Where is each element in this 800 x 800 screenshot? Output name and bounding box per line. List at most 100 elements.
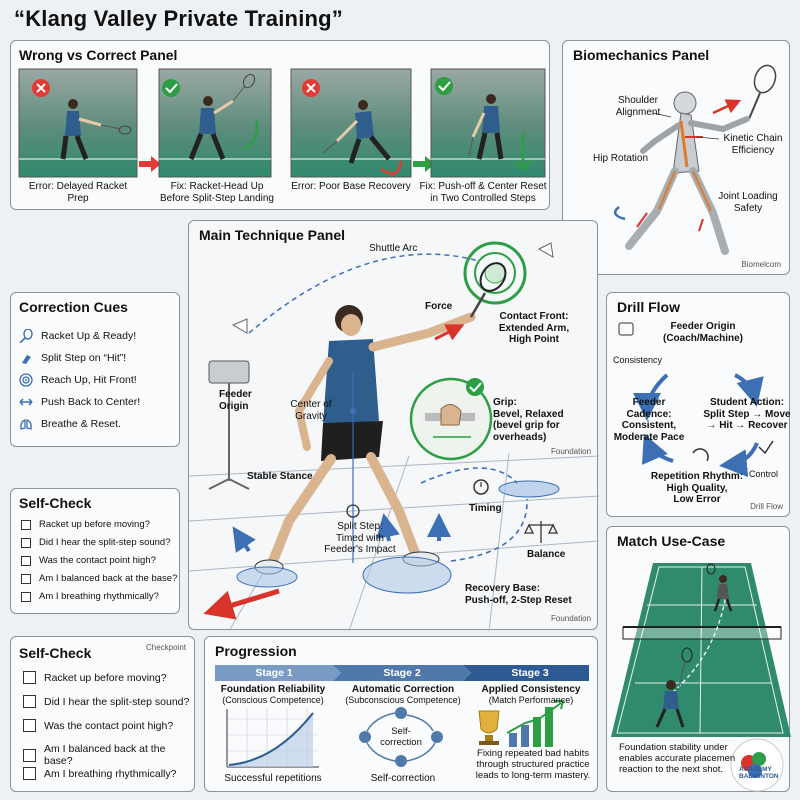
correction-cues-title: Correction Cues — [19, 299, 128, 315]
self-check-panel-2: Self-Check Checkpoint Racket up before m… — [10, 636, 195, 792]
label-hip-rotation: Hip Rotation — [593, 153, 649, 164]
scene-frame-1 — [18, 68, 138, 178]
label-shoulder: Shoulder Alignment — [615, 95, 661, 118]
self-check-title: Self-Check — [19, 495, 92, 511]
checkbox[interactable] — [21, 573, 31, 584]
biomechanics-watermark: Biomelcom — [741, 260, 781, 269]
stage-1-sub: (Conscious Competence) — [222, 695, 324, 705]
checklist-item[interactable]: Was the contact point high? — [21, 555, 156, 566]
checkbox[interactable] — [21, 537, 31, 548]
match-use-case-panel: Match Use-Case Foundation stability unde… — [606, 526, 791, 792]
cue-item: Push Back to Center! — [19, 395, 140, 409]
main-technique-illustration — [189, 241, 599, 631]
biomechanics-panel: Biomechanics Panel Shoulder Alignment Ki… — [562, 40, 790, 275]
checklist-item[interactable]: Racket up before moving? — [21, 519, 150, 530]
main-technique-panel: Main Technique Panel — [188, 220, 599, 631]
stage-2-footer: Self-correction — [370, 773, 436, 784]
progression-panel: Progression — [204, 636, 598, 792]
shuttle-icon-2 — [231, 318, 248, 334]
label-feeder-origin: Feeder Origin — [219, 389, 252, 412]
cue-text: Reach Up, Hit Front! — [41, 374, 137, 386]
checklist-item[interactable]: Racket up before moving? — [23, 671, 167, 684]
match-caption: Foundation stability under enables accur… — [619, 743, 736, 775]
tag-foundation-1: Foundation — [551, 447, 592, 456]
stage-3-sub: (Match Performance) — [488, 695, 574, 705]
drill-rhythm: Repetition Rhythm: High Quality, Low Err… — [650, 471, 744, 505]
progression-title: Progression — [215, 643, 297, 659]
arrow-right-icon — [139, 156, 161, 172]
self-check-title-2: Self-Check — [19, 645, 92, 661]
wrong-correct-panel: Wrong vs Correct Panel — [10, 40, 550, 210]
checklist-item[interactable]: Am I breathing rhythmically? — [23, 767, 176, 780]
checkbox[interactable] — [23, 719, 36, 732]
checkbox[interactable] — [23, 748, 36, 762]
stage-2-banner — [333, 665, 471, 681]
checklist-item[interactable]: Was the contact point high? — [23, 719, 173, 732]
checkbox[interactable] — [21, 591, 31, 602]
drill-cycle-diagram — [618, 322, 774, 478]
stage-2-sub: (Subconscious Competence) — [345, 695, 461, 705]
cue-item: Breathe & Reset. — [19, 417, 121, 431]
checkpoint-tag: Checkpoint — [145, 643, 186, 652]
lungs-icon — [20, 419, 32, 430]
stage-3-footer: Fixing repeated bad habits through struc… — [475, 748, 591, 781]
label-contact-front: Contact Front: Extended Arm, High Point — [498, 311, 570, 345]
caption-2: Fix: Racket-Head Up Before Split-Step La… — [160, 181, 274, 204]
label-grip: Grip: Bevel, Relaxed (bevel grip for ove… — [493, 397, 564, 443]
stage-2-heading: Automatic Correction — [351, 684, 455, 695]
stage-1-label: Stage 1 — [255, 667, 293, 679]
scene-frame-4 — [430, 68, 546, 178]
refresh-icon — [692, 448, 709, 462]
skeleton-illustration — [613, 64, 777, 255]
stage-2-center: Self- correction — [380, 726, 422, 748]
racket-icon — [19, 329, 33, 343]
label-timing: Timing — [469, 503, 502, 514]
progression-graphics — [215, 665, 589, 768]
wrong-correct-scenes — [18, 68, 546, 178]
growth-curve-chart — [226, 709, 319, 768]
grip-correct-icon — [466, 378, 484, 396]
main-technique-title: Main Technique Panel — [199, 227, 345, 243]
performance-bars — [506, 700, 565, 747]
checklist-item[interactable]: Am I balanced back at the base? — [21, 573, 177, 584]
checklist-item[interactable]: Am I breathing rhythmically? — [21, 591, 159, 602]
drill-cadence: Feeder Cadence: Consistent, Moderate Pac… — [613, 397, 685, 443]
cue-item: Reach Up, Hit Front! — [19, 373, 137, 387]
match-court-illustration — [611, 563, 791, 792]
checkbox[interactable] — [21, 555, 31, 566]
drill-action: Student Action: Split Step → Move → Hit … — [703, 397, 791, 431]
checkbox[interactable] — [23, 767, 36, 780]
stopwatch-icon — [473, 479, 489, 495]
correction-cues-panel: Correction Cues Racket Up & Ready! Split… — [10, 292, 180, 447]
logo-text: ACADEMY BADMINTON — [739, 766, 779, 780]
tag-foundation-2: Foundation — [551, 614, 592, 623]
stopwatch-icon-2 — [346, 504, 360, 518]
cue-text: Split Step on “Hit”! — [41, 352, 127, 364]
checklist-item[interactable]: Did I hear the split-step sound? — [21, 537, 171, 548]
checklist-item[interactable]: Did I hear the split-step sound? — [23, 695, 189, 708]
biomechanics-title: Biomechanics Panel — [573, 47, 710, 63]
drill-flow-title: Drill Flow — [617, 299, 680, 315]
label-center-of-gravity: Center of Gravity — [290, 399, 332, 422]
label-joint-loading: Joint Loading Safety — [718, 191, 778, 214]
page-title: “Klang Valley Private Training” — [14, 6, 343, 31]
self-correction-cycle — [359, 707, 443, 767]
checkbox[interactable] — [23, 671, 36, 684]
footprint-icon — [22, 355, 31, 364]
checklist-item[interactable]: Am I balanced back at the base? — [23, 743, 194, 767]
label-split-step: Split Step: Timed with Feeder's Impact — [324, 521, 396, 555]
arrow-right-green-icon — [413, 156, 435, 172]
label-shuttle-arc: Shuttle Arc — [369, 243, 418, 254]
correct-icon — [162, 79, 180, 97]
scene-frame-3 — [290, 68, 412, 178]
drill-consistency: Consistency — [613, 355, 663, 365]
stage-3-label: Stage 3 — [511, 667, 549, 679]
stage-3-banner — [463, 665, 589, 681]
wrong-correct-title: Wrong vs Correct Panel — [19, 47, 178, 63]
drill-flow-tag: Drill Flow — [750, 502, 783, 511]
checkbox[interactable] — [23, 695, 36, 708]
scene-frame-2 — [158, 68, 272, 178]
cue-text: Breathe & Reset. — [41, 418, 121, 430]
checkbox[interactable] — [21, 519, 31, 530]
label-stable-stance: Stable Stance — [247, 471, 313, 482]
